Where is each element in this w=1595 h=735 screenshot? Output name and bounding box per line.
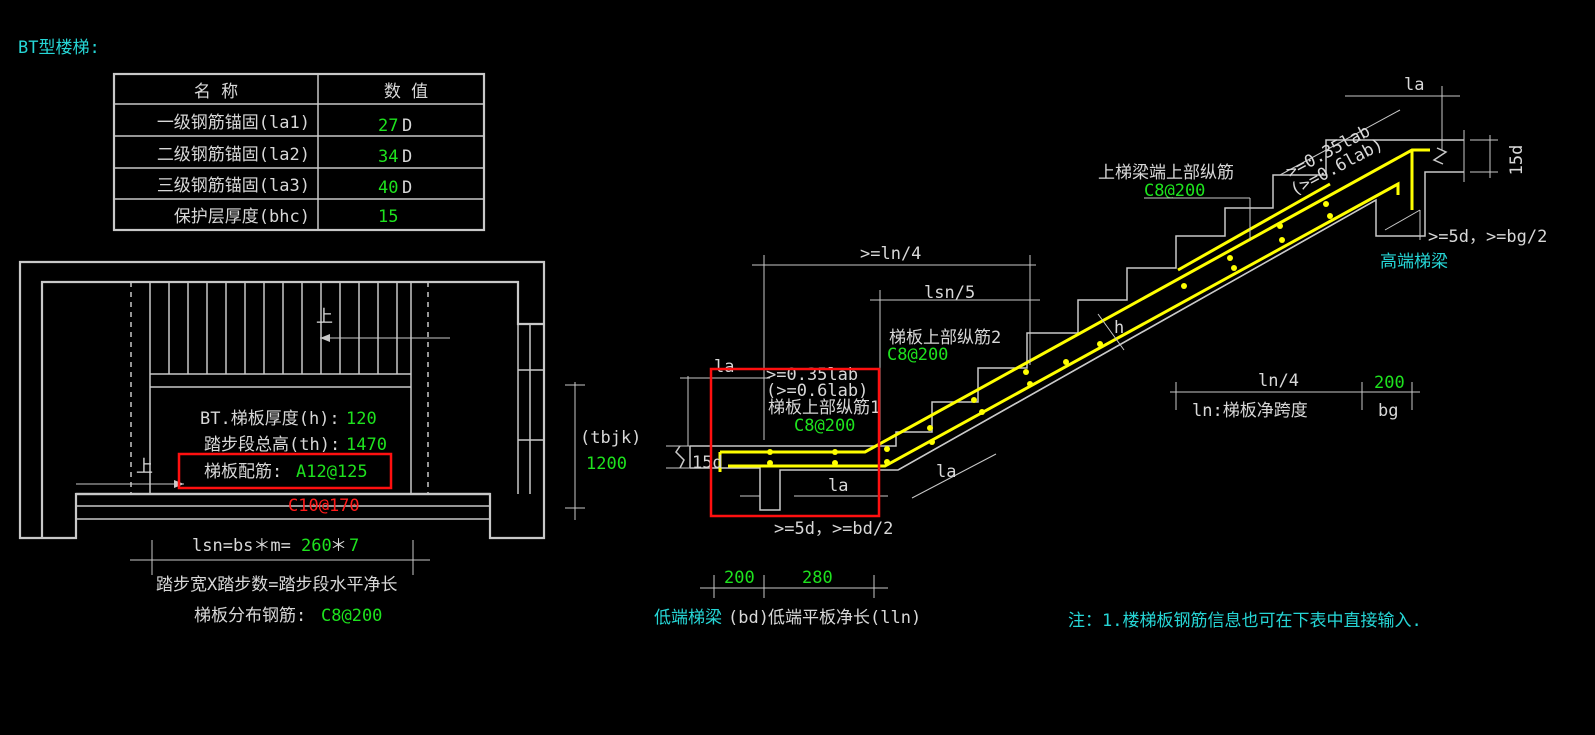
bd-label: (bd) bbox=[728, 608, 769, 628]
height-value[interactable]: 1470 bbox=[346, 435, 387, 455]
lsn-prefix: lsn=bs＊m= bbox=[192, 536, 291, 556]
table-row-name: 二级钢筋锚固(la2) bbox=[157, 145, 310, 165]
rebar2-label: 梯板上部纵筋2 bbox=[889, 328, 1001, 348]
upper-beam-rebar-label: 上梯梁端上部纵筋 bbox=[1098, 163, 1234, 183]
bd-anchor-note: >=5d，>=bd/2 bbox=[774, 519, 893, 539]
top-la-label: la bbox=[1404, 75, 1424, 95]
rebar2-value[interactable]: C8@200 bbox=[887, 345, 948, 365]
up-label-bottom: 上 bbox=[136, 457, 153, 477]
stair-section-view: 15d la >=0.35lab (>=0.6lab) 上梯梁端上部纵筋 C8@ bbox=[654, 75, 1547, 628]
rebar-value[interactable]: A12@125 bbox=[296, 462, 368, 482]
table-row-unit: D bbox=[402, 116, 412, 136]
lsn-multiply: ＊ bbox=[330, 536, 347, 556]
high-end-beam-label: 高端梯梁 bbox=[1380, 252, 1448, 272]
table-row-name: 保护层厚度(bhc) bbox=[174, 207, 310, 227]
bg-anchor-note: >=5d，>=bg/2 bbox=[1428, 227, 1547, 247]
rebar-alt-annotation: C10@170 bbox=[288, 496, 360, 516]
la-mid-label: la bbox=[828, 476, 848, 496]
lower-rebar bbox=[728, 181, 1400, 468]
anchor-low-2: (>=0.6lab) bbox=[766, 381, 868, 401]
la-diag-label: la bbox=[936, 462, 956, 482]
table-row-name: 三级钢筋锚固(la3) bbox=[157, 176, 310, 196]
bd-value[interactable]: 200 bbox=[724, 568, 755, 588]
table-row-value[interactable]: 27 bbox=[378, 116, 398, 136]
table-row-value[interactable]: 40 bbox=[378, 178, 398, 198]
height-label: 踏步段总高(th): bbox=[204, 435, 340, 455]
lln-label: 低端平板净长(lln) bbox=[768, 608, 921, 628]
table-row-unit: D bbox=[402, 178, 412, 198]
low-end-highlight-box bbox=[709, 367, 881, 518]
table-header-value: 数 值 bbox=[384, 82, 428, 102]
lsn-m-value[interactable]: 7 bbox=[349, 536, 359, 556]
drawing-title: BT型楼梯: bbox=[18, 38, 100, 58]
bg-label: bg bbox=[1378, 401, 1398, 421]
ln4-top-label: >=ln/4 bbox=[860, 244, 921, 264]
table-row-value[interactable]: 15 bbox=[378, 207, 398, 227]
rebar-dots bbox=[767, 201, 1333, 466]
low-end-beam-label: 低端梯梁 bbox=[654, 608, 722, 628]
thickness-label: BT.梯板厚度(h): bbox=[200, 409, 340, 429]
upper-beam-rebar-value[interactable]: C8@200 bbox=[1144, 181, 1205, 201]
distribution-label: 梯板分布钢筋: bbox=[194, 606, 306, 626]
d15-right-label: 15d bbox=[1507, 145, 1527, 176]
upper-rebar bbox=[720, 148, 1430, 454]
table-row-value[interactable]: 34 bbox=[378, 147, 398, 167]
distribution-value[interactable]: C8@200 bbox=[321, 606, 382, 626]
rebar-label: 梯板配筋: bbox=[204, 462, 282, 482]
up-label-top: 上 bbox=[316, 307, 333, 327]
table-row-unit: D bbox=[402, 147, 412, 167]
lln-value[interactable]: 280 bbox=[802, 568, 833, 588]
stair-plan-view: 上 上 BT.梯板厚度(h): 120 踏步段总高(th): 1470 梯板配筋… bbox=[18, 260, 641, 626]
step-note: 踏步宽X踏步数=踏步段水平净长 bbox=[156, 575, 397, 595]
tbjk-value[interactable]: 1200 bbox=[586, 454, 627, 474]
arrow-left-icon bbox=[320, 334, 330, 342]
h-label: h bbox=[1114, 318, 1124, 338]
d15-left-label: 15d bbox=[692, 453, 723, 473]
table-row-name: 一级钢筋锚固(la1) bbox=[157, 113, 310, 133]
thickness-value[interactable]: 120 bbox=[346, 409, 377, 429]
ln4-right-label: ln/4 bbox=[1258, 371, 1299, 391]
input-note: 注：1.楼梯板钢筋信息也可在下表中直接输入. bbox=[1068, 611, 1422, 631]
table-header-name: 名 称 bbox=[194, 82, 238, 102]
bg-value[interactable]: 200 bbox=[1374, 373, 1405, 393]
stair-tread-lines bbox=[168, 282, 398, 374]
lsn-bs-value[interactable]: 260 bbox=[301, 536, 332, 556]
lsn5-label: lsn/5 bbox=[924, 283, 975, 303]
parameter-table: 名 称 数 值 一级钢筋锚固(la1) 27 D 二级钢筋锚固(la2) 34 … bbox=[112, 72, 486, 232]
la-left-label: la bbox=[714, 357, 734, 377]
rebar-highlight-box bbox=[177, 452, 393, 490]
ln-span-label: ln:梯板净跨度 bbox=[1192, 401, 1308, 421]
rebar1-value[interactable]: C8@200 bbox=[794, 416, 855, 436]
tbjk-label: (tbjk) bbox=[580, 428, 641, 448]
rebar1-label: 梯板上部纵筋1 bbox=[768, 398, 880, 418]
